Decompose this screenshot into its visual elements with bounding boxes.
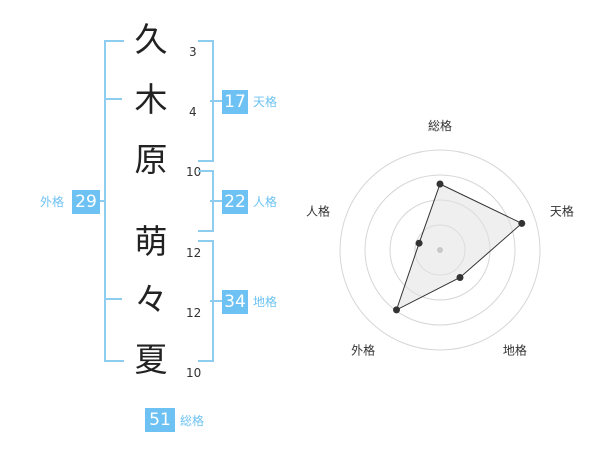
radar-ring xyxy=(339,149,541,351)
radar-ring xyxy=(389,199,491,301)
bracket-connector xyxy=(96,200,106,202)
radar-axis-label: 天格 xyxy=(550,204,574,219)
soukaku-label: 総格 xyxy=(180,414,205,428)
radar-axis-label: 外格 xyxy=(351,342,375,357)
gaikaku-bracket xyxy=(104,40,124,362)
chikaku-label: 地格 xyxy=(253,295,278,309)
radar-point xyxy=(456,274,464,282)
bracket-connector xyxy=(210,300,222,302)
bracket-tick xyxy=(104,298,122,300)
radar-point xyxy=(393,306,401,314)
radar-ring xyxy=(364,174,516,326)
bracket-tick xyxy=(104,98,122,100)
jinkaku-badge: 22 xyxy=(222,190,248,214)
radar-point xyxy=(518,219,526,227)
stroke-count-3: 10 xyxy=(186,165,202,179)
jinkaku-label: 人格 xyxy=(253,195,278,209)
bracket-connector xyxy=(210,100,222,102)
radar-point xyxy=(415,239,423,247)
name-char-4: 萌 xyxy=(134,222,168,261)
radar-center xyxy=(437,247,443,253)
name-char-2: 木 xyxy=(134,80,168,119)
radar-ring xyxy=(414,224,466,276)
radar-point xyxy=(436,180,444,188)
stroke-count-1: 3 xyxy=(189,45,197,59)
stroke-count-2: 4 xyxy=(189,105,197,119)
stroke-count-5: 12 xyxy=(186,306,202,320)
radar-area xyxy=(395,183,523,311)
stroke-count-6: 10 xyxy=(186,366,202,380)
radar-axis-label: 人格 xyxy=(306,204,330,219)
radar-axis-label: 地格 xyxy=(503,342,527,357)
stroke-count-4: 12 xyxy=(186,246,202,260)
name-char-6: 夏 xyxy=(134,340,168,379)
name-char-5: 々 xyxy=(134,280,168,319)
tenkaku-label: 天格 xyxy=(253,95,278,109)
name-char-1: 久 xyxy=(134,20,168,59)
tenkaku-badge: 17 xyxy=(222,90,248,114)
radar-axis-label: 総格 xyxy=(428,118,452,133)
bracket-connector xyxy=(210,200,222,202)
gaikaku-label: 外格 xyxy=(40,195,65,209)
gaikaku-badge: 29 xyxy=(72,190,100,214)
name-char-3: 原 xyxy=(134,140,168,179)
chikaku-badge: 34 xyxy=(222,290,248,314)
soukaku-badge: 51 xyxy=(145,408,175,432)
